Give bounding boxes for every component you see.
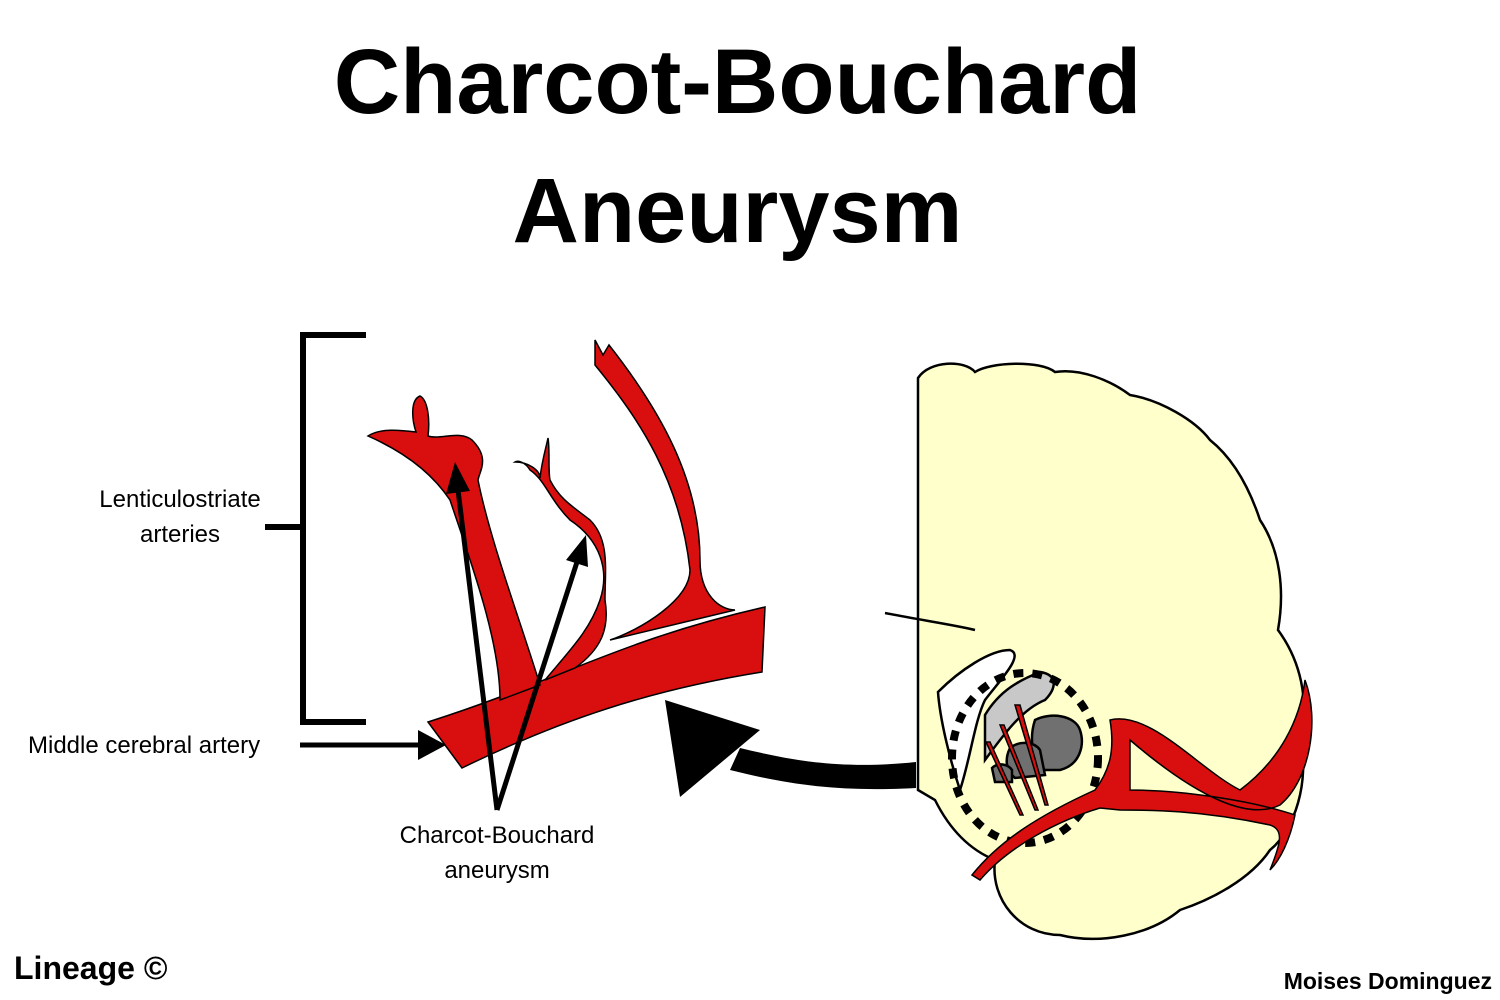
lenticulostriate-label-line-1: Lenticulostriate xyxy=(99,486,261,513)
title-line-1: Charcot-Bouchard xyxy=(333,31,1142,133)
lenticulostriate-branch-1 xyxy=(366,395,541,702)
artery-illustration xyxy=(366,339,766,769)
lenticulostriate-bracket xyxy=(265,332,366,725)
lenticulostriate-label-line-2: arteries xyxy=(139,521,221,548)
copyright-lineage: Lineage © xyxy=(14,950,168,986)
title-line-2: Aneurysm xyxy=(512,160,963,262)
lenticulostriate-branch-3 xyxy=(594,339,736,641)
lenticulostriate-branch-2 xyxy=(512,437,607,681)
dotted-region-circle xyxy=(948,669,1102,847)
aneurysm-label-line-2: aneurysm xyxy=(444,857,550,884)
middle-cerebral-artery-label: Middle cerebral artery xyxy=(28,732,261,759)
aneurysm-label-line-1: Charcot-Bouchard xyxy=(399,822,595,849)
pointer-arrows xyxy=(300,462,588,811)
author-credit: Moises Dominguez xyxy=(1283,968,1492,994)
brain-arteries xyxy=(970,679,1313,881)
brain-section xyxy=(884,362,1306,941)
big-curved-arrow xyxy=(665,700,916,797)
